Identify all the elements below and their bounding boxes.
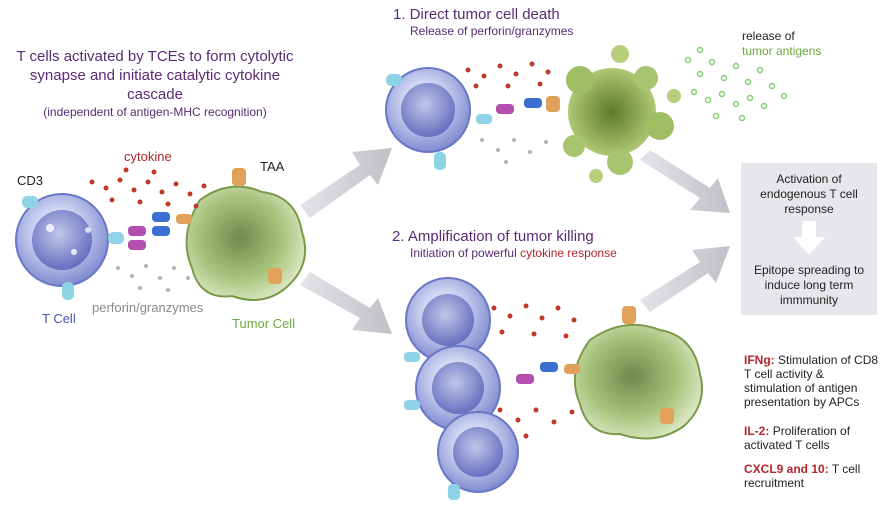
t-cell-label: T Cell xyxy=(42,311,76,326)
note-cxcl: CXCL9 and 10: T cell recruitment xyxy=(744,462,880,490)
arrow-step2-to-box xyxy=(640,246,730,312)
step2-subtitle: Initiation of powerful cytokine response xyxy=(410,246,617,260)
step2-subtitle-prefix: Initiation of powerful xyxy=(410,246,521,260)
cytokine-label: cytokine xyxy=(124,149,172,164)
left-subheading: (independent of antigen-MHC recognition) xyxy=(43,105,267,119)
taa-label: TAA xyxy=(260,159,285,174)
arrow-to-step2 xyxy=(300,272,392,334)
left-tumor-cell xyxy=(176,168,306,301)
arrow-to-step1 xyxy=(300,148,392,218)
step2-tumor-cell xyxy=(564,306,703,440)
perforin-label: perforin/granzymes xyxy=(92,300,204,315)
note-ifng-text: Stimulation of CD8 T cell activity & sti… xyxy=(744,353,879,409)
flow-arrows xyxy=(300,148,730,334)
down-arrow-icon xyxy=(793,221,825,255)
left-perforin-dots xyxy=(116,264,190,292)
step2-subtitle-highlight: cytokine response xyxy=(520,246,617,260)
outcome-top: Activation of endogenous T cell response xyxy=(741,172,877,217)
arrow-step1-to-box xyxy=(640,150,730,213)
cd3-label: CD3 xyxy=(17,173,44,188)
note-ifng-term: IFNg: xyxy=(744,353,775,367)
tce-molecules xyxy=(128,212,170,250)
step1-title: 1. Direct tumor cell death xyxy=(393,6,560,23)
note-cxcl-term: CXCL9 and 10: xyxy=(744,462,829,476)
step1-cytokine-dots xyxy=(465,61,551,89)
outcome-bottom-text: Epitope spreading to induce long term im… xyxy=(753,263,865,307)
tumor-antigens-label: tumor antigens xyxy=(742,44,822,58)
step1-perforin-dots xyxy=(480,138,548,164)
note-cxcl-text: T cell recruitment xyxy=(744,462,861,490)
step2-title: 2. Amplification of tumor killing xyxy=(392,228,594,245)
step2-cytokine-dots xyxy=(491,303,577,439)
tumor-cell-label: Tumor Cell xyxy=(232,316,296,331)
release-label: release of xyxy=(742,29,795,43)
tumor-antigen-dots xyxy=(684,46,788,122)
step2-t-cells xyxy=(404,277,558,500)
cd3-receptors xyxy=(22,196,124,300)
note-ifng: IFNg: Stimulation of CD8 T cell activity… xyxy=(744,353,880,409)
left-cytokine-dots xyxy=(89,167,207,209)
note-il2-term: IL-2: xyxy=(744,424,770,438)
left-t-cell xyxy=(15,193,109,287)
note-il2: IL-2: Proliferation of activated T cells xyxy=(744,424,880,452)
step1-t-cell xyxy=(385,67,542,170)
step1-dying-tumor xyxy=(546,45,681,183)
outcome-top-text: Activation of endogenous T cell response xyxy=(760,172,858,216)
left-heading: T cells activated by TCEs to form cytoly… xyxy=(16,48,294,103)
step1-subtitle: Release of perforin/granzymes xyxy=(410,24,574,38)
outcome-box: Activation of endogenous T cell response… xyxy=(741,163,877,315)
outcome-bottom: Epitope spreading to induce long term im… xyxy=(741,263,877,308)
note-il2-text: Proliferation of activated T cells xyxy=(744,424,851,452)
